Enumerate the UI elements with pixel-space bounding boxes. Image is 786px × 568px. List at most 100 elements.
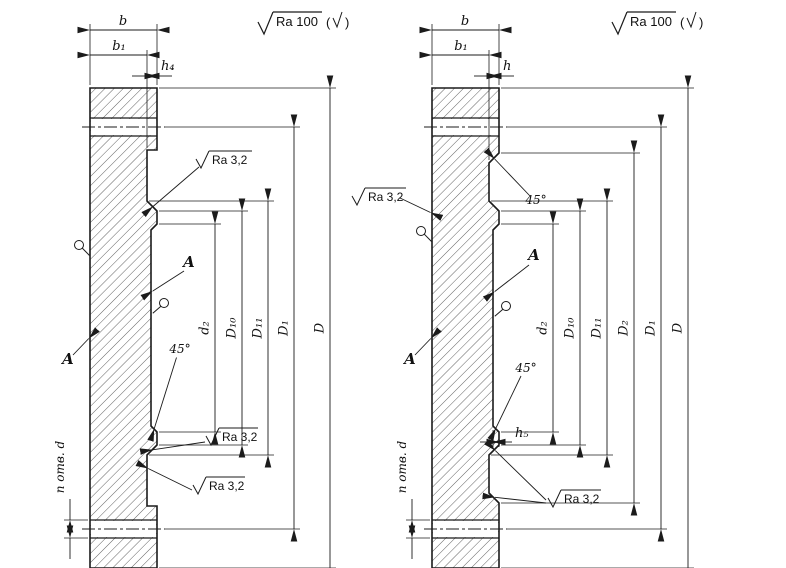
view-label: A	[181, 253, 195, 271]
dim-h4: h₄	[132, 59, 175, 80]
leader-line	[147, 357, 177, 442]
dim-label-D11: D₁₁	[251, 318, 266, 340]
dim-b1: b₁	[419, 39, 502, 160]
roughness-icon	[547, 489, 562, 509]
dim-D1: D₁	[165, 114, 300, 542]
surface-mark-face	[152, 298, 169, 314]
roughness-value: Ra 3,2	[222, 430, 258, 444]
dim-label-D10: D₁₀	[563, 317, 578, 340]
leader-line	[482, 264, 530, 302]
surface-mark-icon	[74, 240, 84, 250]
dim-label-d2: d₂	[198, 321, 213, 335]
roughness-icon	[205, 427, 220, 447]
dim-h: h	[474, 59, 514, 80]
bolt-hole	[433, 119, 498, 135]
roughness-value: Ra 3,2	[212, 153, 248, 167]
dim-label-D: D	[313, 322, 328, 334]
dim-label-D10: D₁₀	[225, 317, 240, 340]
bolt-hole	[91, 119, 156, 135]
dim-label-b1: b₁	[454, 39, 468, 54]
leader-line	[72, 327, 100, 356]
roughness-icon	[192, 476, 207, 496]
paren-close: )	[699, 15, 703, 30]
general-roughness-value: Ra 100	[276, 14, 318, 29]
dim-d2: d₂	[159, 211, 221, 445]
dim-label-b: b	[119, 14, 127, 29]
leader-line	[399, 197, 444, 221]
chamfer-angle-callout: 45°	[147, 342, 191, 442]
dim-D11: D₁₁	[149, 188, 274, 468]
surface-mark-face	[494, 301, 511, 317]
chamfer-angle-callout-top: 45°	[483, 147, 547, 207]
dim-label-h: h	[503, 59, 511, 74]
paren-close: )	[345, 15, 349, 30]
roughness-callout-top: Ra 3,2	[141, 150, 252, 218]
leader-line	[487, 375, 522, 441]
angle-label: 45°	[168, 342, 190, 356]
general-roughness-header: Ra 100 ( )	[257, 11, 349, 36]
surface-mark-back	[74, 240, 90, 256]
surface-mark-tail	[152, 305, 162, 314]
dim-label-b: b	[461, 14, 469, 29]
surface-mark-tail	[81, 247, 90, 256]
surface-mark-back	[416, 226, 432, 242]
view-a-callout-back: A	[402, 327, 442, 368]
bolt-hole	[433, 521, 498, 537]
surface-mark-tail	[423, 233, 432, 242]
dim-label-D1: D₁	[644, 320, 659, 337]
roughness-value: Ra 3,2	[564, 492, 600, 506]
angle-label: 45°	[514, 361, 536, 375]
dim-D10: D₁₀	[159, 198, 248, 458]
dim-label-D2: D₂	[617, 320, 632, 337]
angle-label: 45°	[524, 193, 546, 207]
holes-note-label: n отв. d	[53, 440, 67, 493]
holes-callout: n отв. d	[53, 440, 88, 559]
leader-line	[484, 439, 547, 501]
roughness-icon	[611, 11, 628, 36]
view-label: A	[60, 350, 74, 368]
dim-D1: D₁	[507, 114, 667, 542]
view-a-callout-face: A	[482, 246, 540, 302]
bolt-hole	[91, 521, 156, 537]
dim-D10: D₁₀	[501, 198, 586, 458]
check-icon	[686, 11, 697, 29]
dim-d2: d₂	[501, 211, 559, 445]
leader-line	[414, 327, 442, 356]
roughness-callout-bottom: Ra 3,2	[482, 439, 601, 509]
dim-D2: D₂	[501, 140, 640, 516]
flange-section-outline	[431, 87, 500, 568]
leader-line	[141, 166, 200, 218]
dim-D11: D₁₁	[491, 188, 613, 468]
right-flange-view: b b₁ h h₅ d₂ D₁₀ D₁₁	[351, 11, 703, 568]
roughness-icon	[351, 187, 366, 207]
chamfer-angle-callout-face: 45°	[487, 361, 537, 441]
left-flange-view: b b₁ h₄ d₂ D₁₀ D₁₁ D₁	[53, 11, 349, 568]
leader-line	[483, 147, 531, 197]
holes-callout: n отв. d	[395, 440, 430, 559]
roughness-value: Ra 3,2	[368, 190, 404, 204]
dim-label-h5: h₅	[515, 426, 529, 441]
surface-mark-tail	[494, 308, 504, 317]
holes-note-label: n отв. d	[395, 440, 409, 493]
view-label: A	[402, 350, 416, 368]
dim-label-D1: D₁	[277, 320, 292, 337]
view-label: A	[526, 246, 540, 264]
paren-open: (	[326, 15, 331, 30]
dim-D: D	[159, 75, 336, 568]
dim-label-d2: d₂	[536, 321, 551, 335]
flange-section-outline	[89, 87, 158, 568]
dim-b1: b₁	[77, 39, 160, 148]
roughness-icon	[257, 11, 274, 36]
dim-D: D	[501, 75, 694, 568]
dim-label-D11: D₁₁	[590, 318, 605, 340]
surface-mark-icon	[416, 226, 426, 236]
roughness-callout-left: Ra 3,2	[351, 187, 444, 221]
general-roughness-header: Ra 100 ( )	[611, 11, 703, 36]
leader-line	[140, 270, 185, 301]
surface-mark-icon	[159, 298, 169, 308]
dim-label-D: D	[671, 322, 686, 334]
dim-label-h4: h₄	[161, 59, 175, 74]
roughness-icon	[195, 150, 210, 170]
